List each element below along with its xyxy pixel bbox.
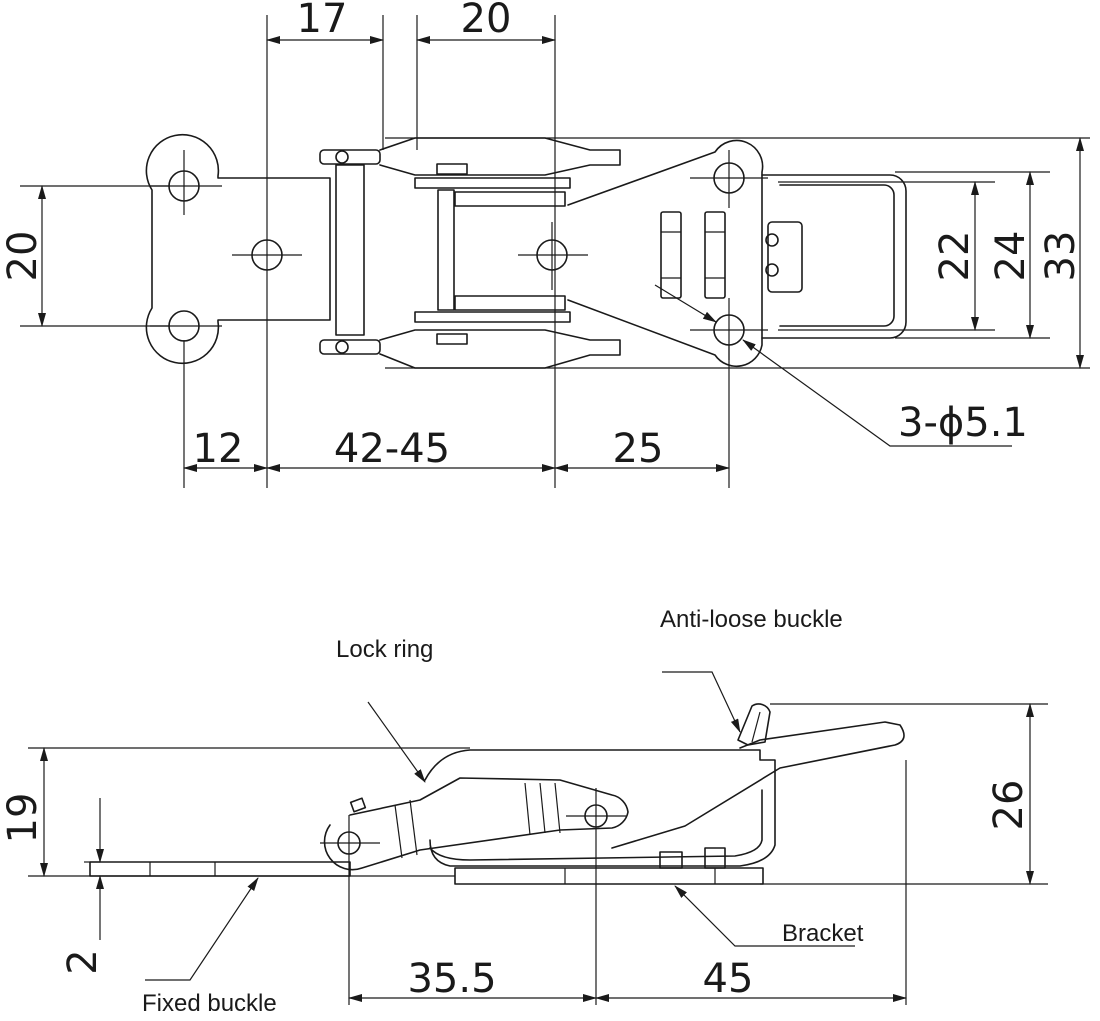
dim-holes: 3-ϕ5.1 — [898, 400, 1028, 446]
dim-20-left: 20 — [0, 231, 46, 282]
housing-side — [424, 749, 776, 867]
top-view: 17 20 20 12 42-45 25 22 24 33 3-ϕ5.1 — [0, 0, 1090, 488]
dim-35-5: 35.5 — [407, 956, 496, 1002]
hook-lever-side — [611, 703, 905, 849]
side-view: 19 2 26 35.5 45 Lock ring Anti-loose buc… — [0, 606, 1048, 1017]
label-bracket: Bracket — [782, 920, 864, 947]
dim-42-45: 42-45 — [334, 426, 450, 472]
dim-45: 45 — [703, 956, 754, 1002]
dim-26: 26 — [986, 780, 1032, 831]
dim-33: 33 — [1038, 231, 1084, 282]
fixed-buckle-plate-top — [145, 133, 331, 365]
label-fixed-buckle: Fixed buckle — [142, 990, 277, 1017]
dim-17: 17 — [297, 0, 348, 42]
dim-12: 12 — [193, 426, 244, 472]
fixed-buckle-side — [89, 861, 351, 877]
dim-24: 24 — [988, 231, 1034, 282]
label-lock-ring: Lock ring — [336, 636, 433, 663]
dim-20-top: 20 — [461, 0, 512, 42]
hinge-top — [319, 149, 381, 355]
lock-ring-lever-side — [320, 777, 629, 1005]
label-anti-loose-buckle: Anti-loose buckle — [660, 606, 843, 633]
lever-rails-top — [379, 137, 1090, 369]
dim-25: 25 — [613, 426, 664, 472]
dim-2: 2 — [60, 949, 106, 974]
hook-loop-top — [761, 171, 1050, 339]
dim-19: 19 — [0, 793, 46, 844]
dim-22: 22 — [932, 231, 978, 282]
